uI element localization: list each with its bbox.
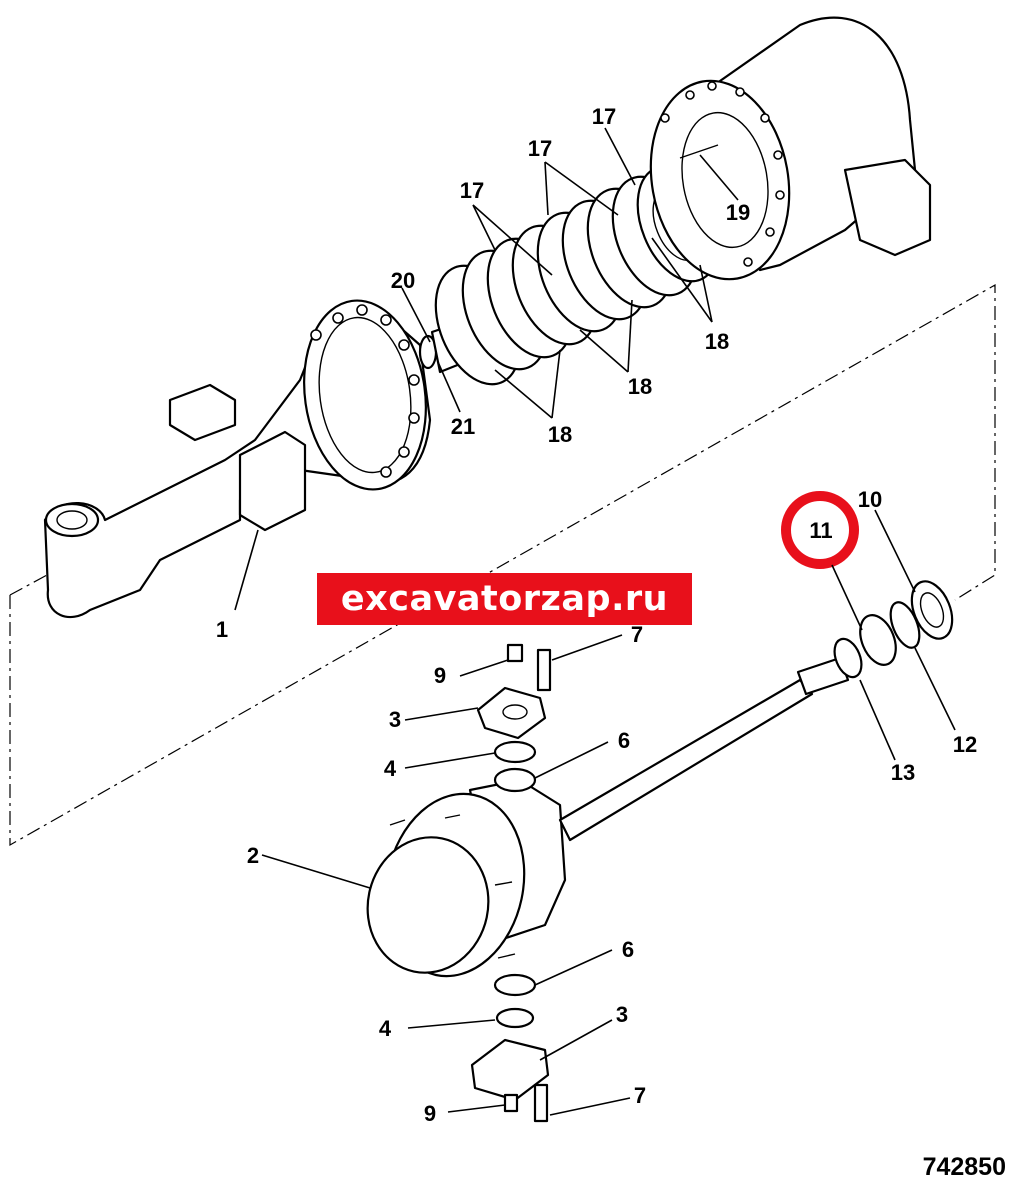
part-labels: 1 2 3 3 4 4 6 6 7 7 9 9 10 11 12 13 17 1… (216, 104, 977, 1126)
label-11[interactable]: 11 (809, 518, 832, 543)
shaft-bearing-set[interactable] (829, 575, 960, 681)
label-1[interactable]: 1 (216, 617, 228, 642)
label-18-left[interactable]: 18 (548, 422, 572, 447)
label-9-lower[interactable]: 9 (424, 1101, 436, 1126)
axle-beam[interactable] (43, 293, 438, 619)
highlight-ring (781, 491, 859, 569)
label-10[interactable]: 10 (858, 487, 882, 512)
label-12[interactable]: 12 (953, 732, 977, 757)
label-19[interactable]: 19 (726, 200, 750, 225)
label-13[interactable]: 13 (891, 760, 915, 785)
housing-flange-holes (660, 81, 785, 267)
drawing-number: 742850 (922, 1153, 1006, 1181)
label-18-right[interactable]: 18 (705, 329, 729, 354)
label-3-upper[interactable]: 3 (389, 707, 401, 732)
label-18-middle[interactable]: 18 (628, 374, 652, 399)
label-3-lower[interactable]: 3 (616, 1002, 628, 1027)
label-7-upper[interactable]: 7 (631, 622, 643, 647)
swivel-hub-housing[interactable] (355, 778, 567, 989)
differential-housing[interactable] (636, 16, 932, 291)
label-4-lower[interactable]: 4 (379, 1016, 392, 1041)
label-7-lower[interactable]: 7 (634, 1083, 646, 1108)
label-21[interactable]: 21 (451, 414, 475, 439)
label-2[interactable]: 2 (247, 843, 259, 868)
label-4-upper[interactable]: 4 (384, 756, 397, 781)
label-6-upper[interactable]: 6 (618, 728, 630, 753)
brake-disc-pack[interactable] (420, 155, 734, 397)
label-17-right[interactable]: 17 (592, 104, 616, 129)
upper-king-pin-stack[interactable] (476, 643, 552, 793)
label-17-middle[interactable]: 17 (528, 136, 552, 161)
label-17-left[interactable]: 17 (460, 178, 484, 203)
drive-shaft[interactable] (558, 656, 850, 842)
watermark-banner: excavatorzap.ru (317, 573, 692, 625)
leader-lines (234, 127, 956, 1116)
lower-king-pin-stack[interactable] (470, 973, 550, 1123)
beam-flange-holes (310, 304, 420, 478)
label-6-lower[interactable]: 6 (622, 937, 634, 962)
label-9-upper[interactable]: 9 (434, 663, 446, 688)
label-20[interactable]: 20 (391, 268, 415, 293)
